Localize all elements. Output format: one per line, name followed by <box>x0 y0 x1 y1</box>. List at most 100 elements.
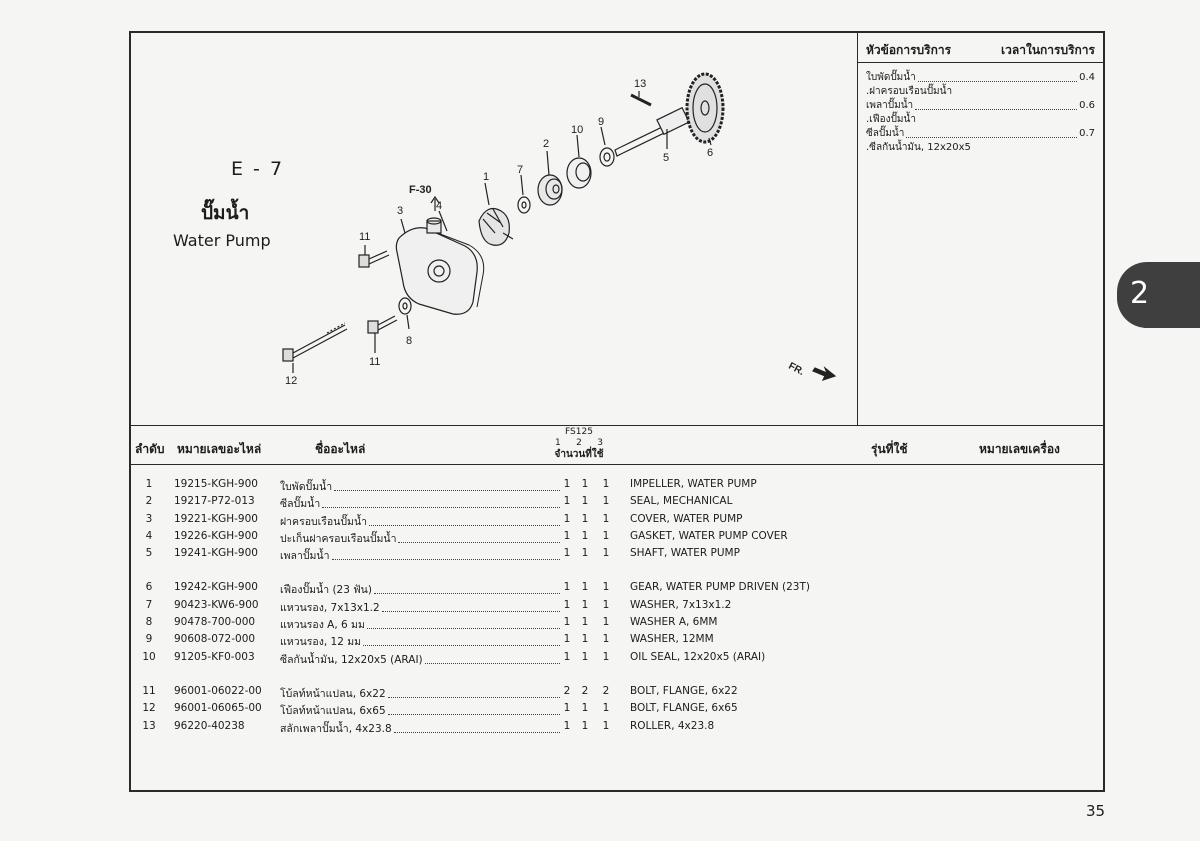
part-name-english: WASHER A, 6MM <box>630 616 718 629</box>
driven-gear-shape <box>685 72 725 144</box>
part-qty: 1 <box>602 598 610 611</box>
part-qty: 1 <box>563 495 571 508</box>
part-index: 7 <box>145 598 153 611</box>
section-tab[interactable]: 2 <box>1117 262 1200 328</box>
part-number: 19217-P72-013 <box>174 495 255 508</box>
part-number: 90608-072-000 <box>174 633 256 646</box>
service-item: .ซีลกันน้ำมัน, 12x20x5 <box>866 142 971 153</box>
part-qty: 1 <box>581 719 589 732</box>
ref-label-f30: F-30 <box>409 184 432 196</box>
part-number: 19215-KGH-900 <box>174 478 258 490</box>
oil-seal-shape <box>566 157 592 189</box>
part-qty: 1 <box>563 598 571 611</box>
part-name-english: SEAL, MECHANICAL <box>630 495 733 508</box>
part-qty: 1 <box>563 616 571 629</box>
part-name-thai: โบ้ลท์หน้าแปลน, 6x22 <box>280 685 562 702</box>
part-qty: 1 <box>602 616 610 629</box>
part-qty: 1 <box>563 581 571 594</box>
part-qty: 1 <box>581 581 589 594</box>
part-qty: 1 <box>602 495 610 508</box>
part-qty: 1 <box>581 478 589 490</box>
part-number: 19221-KGH-900 <box>174 512 258 525</box>
part-qty: 1 <box>581 547 589 560</box>
part-qty: 1 <box>581 512 589 525</box>
part-index: 6 <box>145 581 153 594</box>
callout-5: 5 <box>663 152 669 164</box>
part-qty: 1 <box>563 650 571 663</box>
part-qty: 1 <box>602 581 610 594</box>
washer-7-shape <box>517 196 531 214</box>
water-pump-exploded-view: 1 2 3 4 5 6 7 8 9 10 11 11 12 13 F-30 FR… <box>282 72 837 387</box>
part-qty: 1 <box>602 633 610 646</box>
part-name-english: COVER, WATER PUMP <box>630 512 743 525</box>
part-name-english: WASHER, 7x13x1.2 <box>630 598 732 611</box>
service-time-panel: หัวข้อการบริการ เวลาในการบริการ ใบพัดปั๊… <box>858 33 1103 425</box>
part-name-thai: เฟืองปั๊มน้ำ (23 ฟัน) <box>280 581 562 598</box>
bolt-11-upper-shape <box>358 250 390 268</box>
part-qty: 1 <box>602 529 610 542</box>
part-name-thai: แหวนรอง A, 6 มม <box>280 616 562 633</box>
part-number: 90423-KW6-900 <box>174 598 259 611</box>
part-number: 96001-06022-00 <box>174 684 262 697</box>
callout-13: 13 <box>634 78 646 90</box>
washer-8-shape <box>398 297 412 315</box>
callout-10: 10 <box>571 124 583 136</box>
callout-7: 7 <box>517 164 523 176</box>
part-qty: 1 <box>602 512 610 525</box>
part-qty: 1 <box>602 719 610 732</box>
part-qty: 1 <box>581 529 589 542</box>
col-header-name: ชื่ออะไหล่ <box>315 442 366 456</box>
part-index: 8 <box>145 616 153 629</box>
part-number: 19242-KGH-900 <box>174 581 258 594</box>
part-name-thai: สลักเพลาปั๊มน้ำ, 4x23.8 <box>280 720 562 737</box>
group-spacer <box>131 564 1103 581</box>
col-header-used-models: รุ่นที่ใช้ <box>871 442 908 456</box>
service-item: .ฝาครอบเรือนปั๊มน้ำ <box>866 86 953 97</box>
part-index: 5 <box>145 547 153 560</box>
part-qty: 1 <box>581 650 589 663</box>
part-name-english: OIL SEAL, 12x20x5 (ARAI) <box>630 650 766 663</box>
part-index: 3 <box>145 512 153 525</box>
part-name-english: GASKET, WATER PUMP COVER <box>630 529 788 542</box>
part-qty: 1 <box>602 650 610 663</box>
part-qty: 1 <box>563 702 571 715</box>
part-qty: 1 <box>563 633 571 646</box>
washer-9-shape <box>599 147 615 167</box>
part-index: 1 <box>145 478 153 490</box>
bolt-12-shape <box>282 322 348 362</box>
part-name-english: BOLT, FLANGE, 6x65 <box>630 702 738 715</box>
callout-1: 1 <box>483 171 489 183</box>
model-col-2: 2 <box>576 438 582 448</box>
catalog-frame: E - 7 ปั๊มน้ำ Water Pump <box>129 31 1105 792</box>
part-index: 4 <box>145 529 153 542</box>
part-index: 13 <box>142 719 156 732</box>
part-name-english: WASHER, 12MM <box>630 633 714 646</box>
callout-11-lower: 11 <box>369 356 380 368</box>
part-name-thai: ใบพัดปั๊มน้ำ <box>280 478 562 495</box>
part-number: 19226-KGH-900 <box>174 529 258 542</box>
part-number: 96001-06065-00 <box>174 702 262 715</box>
group-spacer <box>131 668 1103 685</box>
service-time-header: เวลาในการบริการ <box>1001 43 1095 57</box>
part-name-english: SHAFT, WATER PUMP <box>630 547 740 560</box>
exploded-diagram-area: E - 7 ปั๊มน้ำ Water Pump <box>131 33 858 425</box>
callout-3: 3 <box>397 205 403 217</box>
callout-6: 6 <box>707 147 713 159</box>
part-name-thai: แหวนรอง, 7x13x1.2 <box>280 599 562 616</box>
callout-9: 9 <box>598 116 604 128</box>
